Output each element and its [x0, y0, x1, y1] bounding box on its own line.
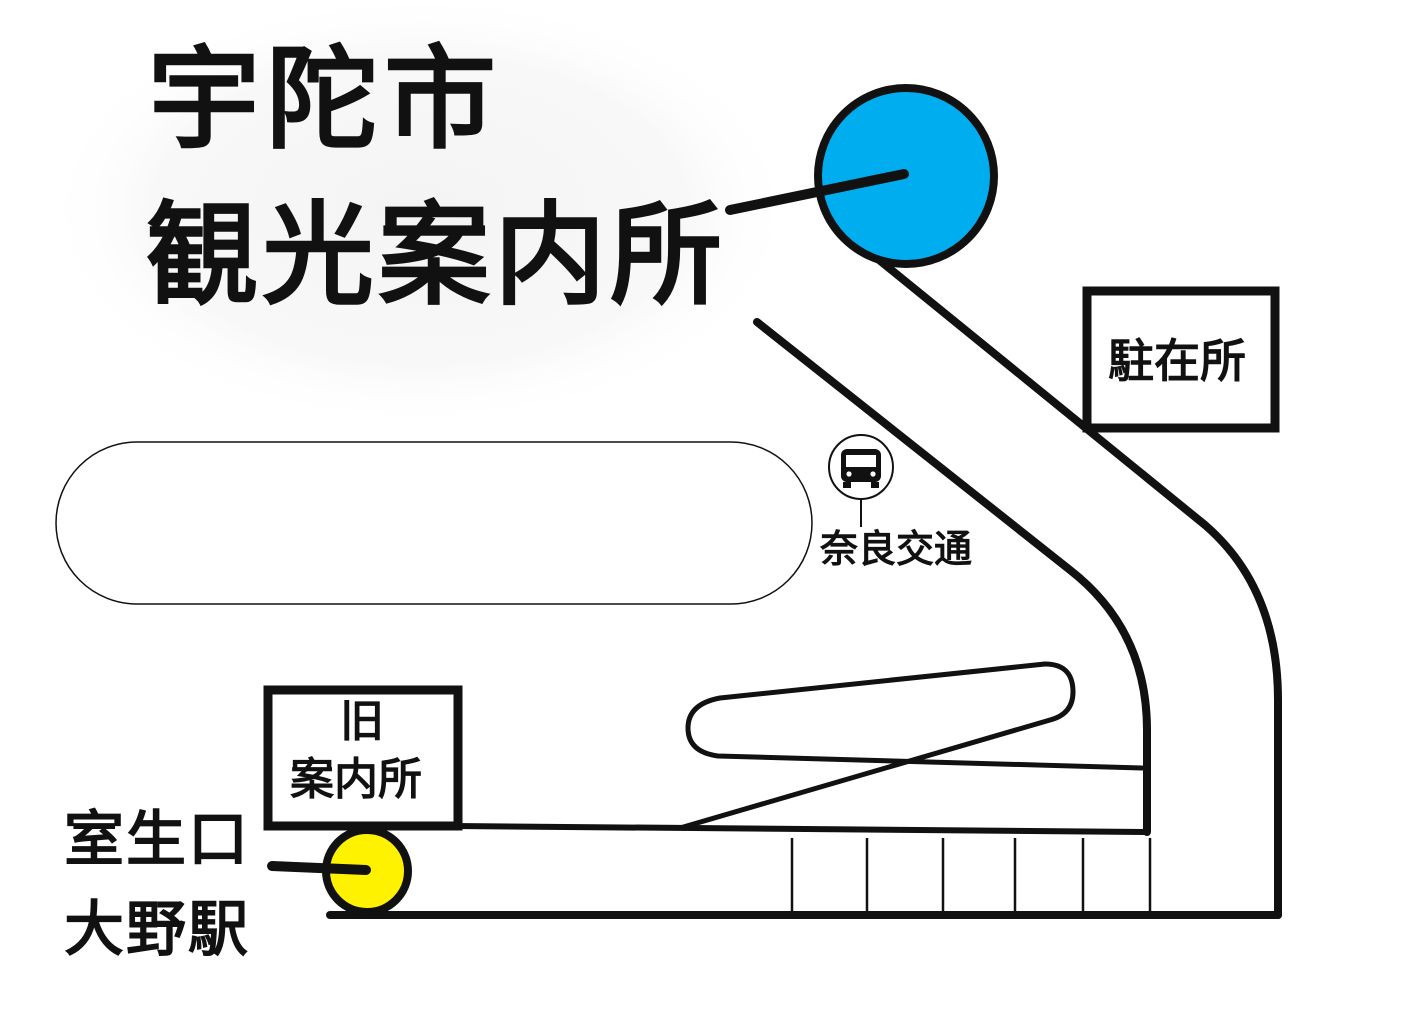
station-label-line1: 室生口 — [64, 805, 250, 875]
road-edge-inner — [753, 318, 1151, 836]
road-edge-outer — [826, 216, 1282, 919]
bus-stop-label: 奈良交通 — [820, 527, 973, 571]
map-title-line2: 観光案内所 — [146, 191, 726, 321]
map-title-line1: 宇陀市 — [148, 35, 502, 165]
road-top-edge — [454, 823, 1148, 835]
old-office-label-line2: 案内所 — [290, 754, 422, 805]
title-halo — [40, 0, 800, 430]
plaza-outline — [55, 441, 813, 605]
turnaround-island-tip — [677, 661, 1076, 831]
old-office-outline — [263, 685, 463, 831]
police-box-label: 駐在所 — [1108, 334, 1246, 388]
tourist-office-pointer — [725, 169, 909, 215]
old-office-label-line1: 旧 — [340, 696, 384, 747]
police-box-outline — [1082, 286, 1280, 433]
bus-icon — [841, 449, 881, 488]
turnaround-island — [685, 661, 1145, 771]
bus-stop-sign[interactable] — [828, 434, 894, 527]
parking-stalls — [790, 838, 1152, 912]
station-label-line2: 大野駅 — [64, 895, 250, 965]
station-pointer — [267, 861, 371, 875]
